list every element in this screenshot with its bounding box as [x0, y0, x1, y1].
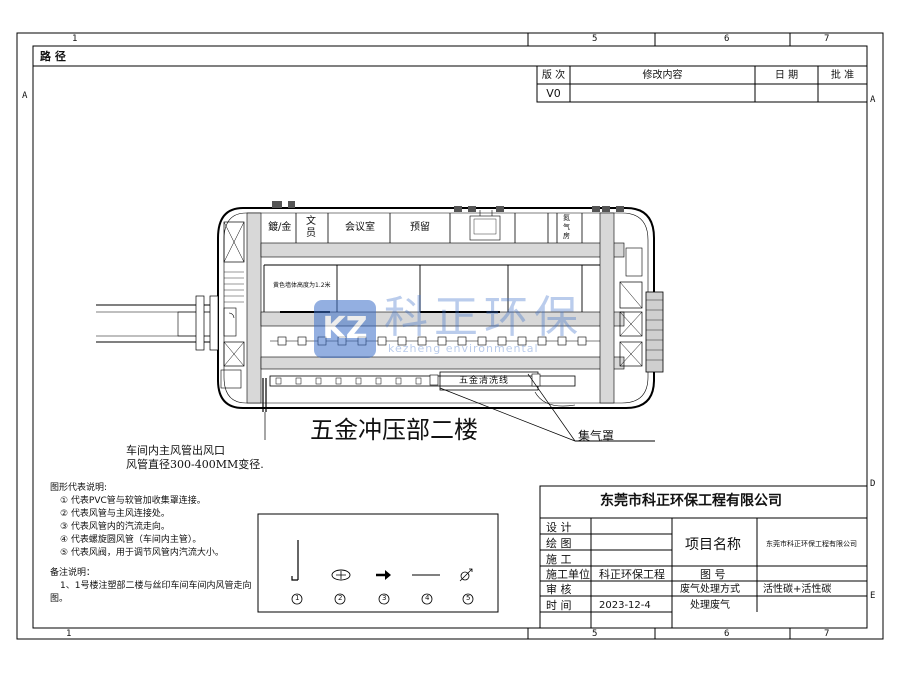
rev-header-approve: 批 准	[830, 70, 855, 81]
grid-col-bottom-6: 6	[724, 629, 730, 639]
legend-notes: 图形代表说明: ① 代表PVC管与软管加收集罩连接。 ② 代表风管与主风连接处。…	[50, 482, 224, 560]
tb-method-label: 废气处理方式	[680, 584, 740, 595]
legend-symbol-box	[257, 513, 499, 613]
watermark-logo-mark: KZ	[322, 311, 368, 346]
tb-method-value: 活性碳+活性碳	[763, 584, 832, 595]
room-label-plating: 鍍/金	[268, 222, 292, 233]
tb-design-label: 设 计	[546, 521, 572, 534]
tb-gas-label: 处理废气	[690, 600, 730, 611]
room-label-reserved: 预留	[410, 222, 430, 233]
tb-project-name-label: 项目名称	[685, 537, 741, 553]
grid-row-right-D: D	[870, 479, 876, 489]
grid-col-bottom-5: 5	[592, 629, 598, 639]
remarks-heading: 备注说明：	[50, 568, 96, 578]
room-label-meeting: 会议室	[345, 222, 375, 233]
remarks-line1: 1、1号楼注塑部二楼与丝印车间车间内风管走向	[60, 581, 252, 591]
legend-item-2: ② 代表风管与主风连接处。	[60, 509, 170, 519]
cleaning-line-label: 五金清洗线	[459, 376, 510, 386]
room-label-clerk: 文员	[306, 216, 316, 239]
tb-review-label: 审 核	[546, 583, 572, 596]
tb-project-name-value: 东莞市科正环保工程有限公司	[766, 540, 857, 548]
symbol-number-5: 5	[466, 594, 471, 602]
outer-border	[16, 32, 884, 640]
wall-height-note: 黄色墙体高度为1.2米	[273, 282, 331, 289]
grid-col-top-6: 6	[724, 34, 730, 44]
revision-table-grid	[536, 65, 868, 103]
grid-col-top-7: 7	[824, 34, 830, 44]
tb-draw-label: 绘 图	[546, 537, 572, 550]
symbol-number-1: 1	[295, 594, 300, 602]
remarks: 备注说明： 1、1号楼注塑部二楼与丝印车间车间内风管走向 图。	[50, 567, 251, 606]
legend-heading: 图形代表说明:	[50, 483, 108, 493]
grid-row-right-A: A	[870, 95, 876, 105]
legend-item-1: ① 代表PVC管与软管加收集罩连接。	[60, 496, 206, 506]
legend-item-5: ⑤ 代表风阀，用于调节风管内汽流大小。	[60, 548, 224, 558]
watermark-en: kezheng environmental	[388, 342, 539, 355]
watermark-logo: KZ	[314, 300, 376, 358]
tb-unit-value: 科正环保工程	[599, 568, 665, 581]
company-name: 东莞市科正环保工程有限公司	[600, 493, 782, 509]
symbol-number-4: 4	[425, 594, 430, 602]
tb-unit-label: 施工单位	[546, 568, 590, 581]
grid-row-left-A: A	[22, 91, 28, 101]
rev-header-version: 版 次	[541, 70, 566, 81]
legend-item-4: ④ 代表螺旋圆风管（车间内主管）。	[60, 535, 202, 545]
grid-col-bottom-1: 1	[66, 629, 72, 639]
floor-plan	[96, 201, 664, 442]
building-outline	[217, 207, 655, 409]
title-block-grid	[539, 485, 868, 629]
watermark-cn: 科正环保	[384, 292, 584, 343]
legend-item-3: ③ 代表风管内的汽流走向。	[60, 522, 170, 532]
symbol-number-3: 3	[382, 594, 387, 602]
tb-date-value: 2023-12-4	[599, 600, 651, 611]
grid-col-top-5: 5	[592, 34, 598, 44]
outlet-note-line1: 车间内主风管出风口	[126, 444, 225, 457]
grid-col-top-1: 1	[72, 34, 78, 44]
outlet-note-line2: 风管直径300-400MM变径.	[126, 458, 264, 471]
grid-row-right-E: E	[870, 591, 876, 601]
tb-build-label: 施 工	[546, 553, 572, 566]
sheet-title: 路 径	[40, 50, 66, 63]
tb-time-label: 时 间	[546, 599, 572, 612]
symbol-number-2: 2	[338, 594, 343, 602]
tb-drawing-no-label: 图 号	[700, 568, 726, 581]
rev-header-date: 日 期	[774, 70, 799, 81]
room-label-nitrogen: 氮气房	[563, 214, 570, 240]
rev-row-version: V0	[546, 87, 561, 100]
hood-label: 集气罩	[578, 429, 615, 443]
floor-title: 五金冲压部二楼	[310, 416, 478, 444]
rev-header-content: 修改内容	[642, 70, 683, 81]
grid-col-bottom-7: 7	[824, 629, 830, 639]
remarks-line2: 图。	[50, 594, 69, 604]
inner-border	[32, 45, 868, 629]
